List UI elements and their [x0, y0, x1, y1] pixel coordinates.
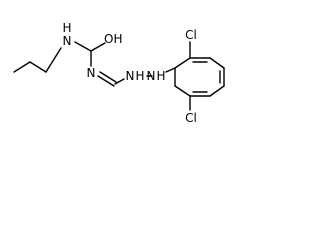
- bond-imine-double-b: [99, 71, 117, 83]
- bond-ch-nh: [114, 78, 125, 85]
- bond-n-c-urea: [74, 41, 92, 52]
- bond-propyl-3: [45, 47, 62, 73]
- bond-imine-double-a: [97, 75, 115, 87]
- bond-propyl-2: [29, 61, 47, 73]
- ring-bond-3: [209, 57, 225, 69]
- ring-bond-7: [174, 85, 191, 97]
- bond-propyl-1: [13, 61, 31, 73]
- molecule-svg: N H OH N N H N H Cl Cl: [13, 21, 225, 125]
- atom-cl-top: Cl: [185, 28, 197, 42]
- atom-nh-1-n: N: [126, 69, 135, 83]
- atom-nh-1-h: H: [135, 69, 144, 83]
- atom-n-imine: N: [87, 66, 96, 80]
- bond-c-oh: [90, 42, 106, 52]
- atom-nh-2-h: H: [156, 69, 165, 83]
- atom-oh: OH: [104, 32, 122, 46]
- atom-nh-2-n: N: [147, 69, 156, 83]
- atom-cl-bottom: Cl: [185, 111, 197, 125]
- ring-bond-5: [209, 85, 225, 97]
- bond-nh-ring: [165, 67, 176, 73]
- ring-bond-1: [174, 57, 191, 69]
- atom-n-propyl: N: [63, 34, 72, 48]
- atom-h-propyl: H: [62, 21, 71, 35]
- structure-diagram: N H OH N N H N H Cl Cl: [0, 0, 246, 132]
